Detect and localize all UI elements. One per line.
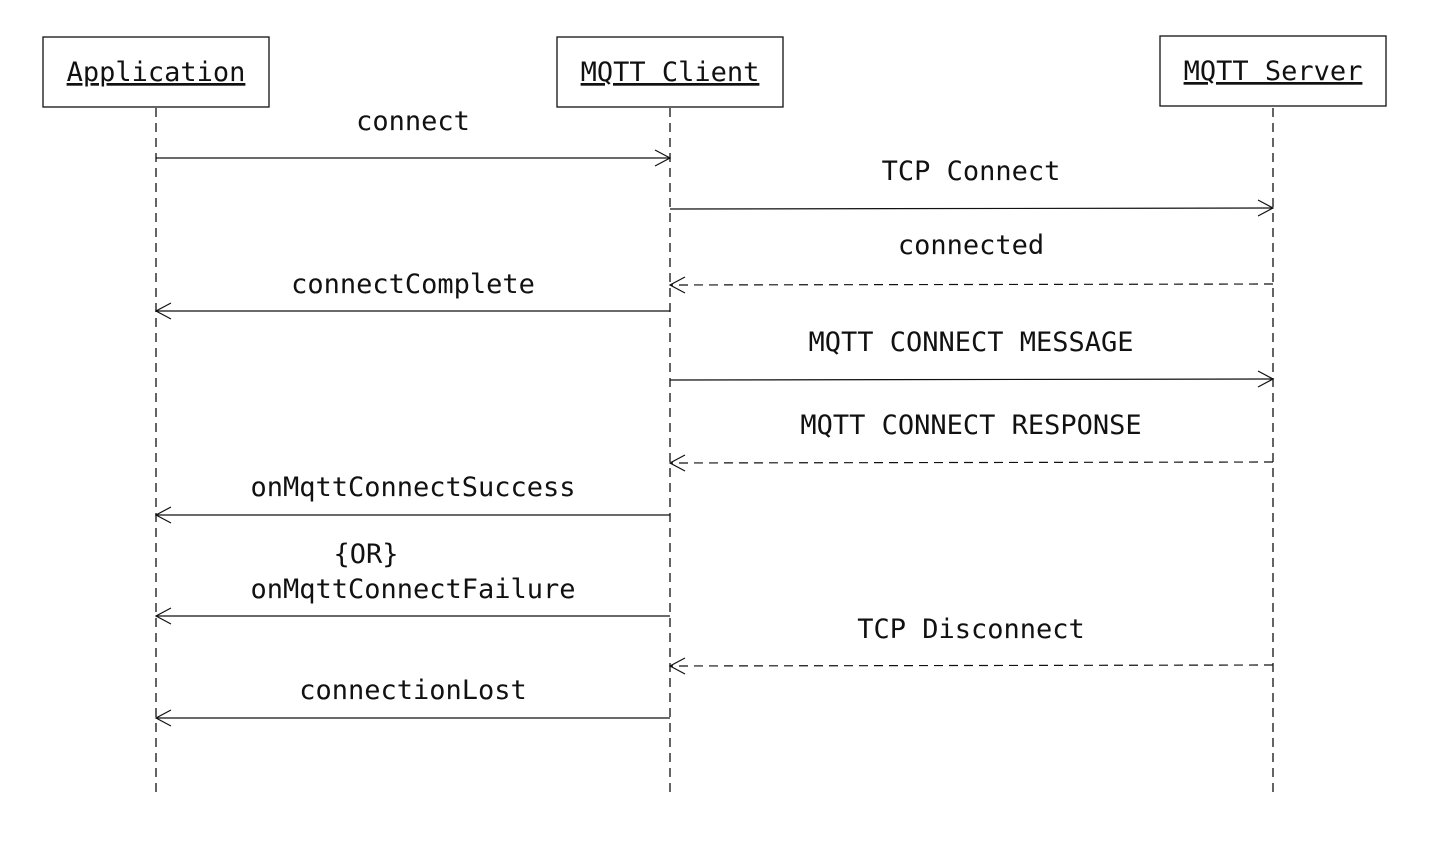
message-tcp-disconnect-arrow <box>668 657 1274 675</box>
message-connected: connected <box>668 230 1274 294</box>
message-connect: connect <box>156 106 672 167</box>
actor-mqtt-server-label: MQTT Server <box>1184 56 1363 87</box>
actor-application-label: Application <box>67 57 246 88</box>
message-on-mqtt-connect-failure-label: onMqttConnectFailure <box>250 574 575 605</box>
message-mqtt-connect-response-label: MQTT CONNECT RESPONSE <box>800 410 1141 441</box>
message-connect-label: connect <box>356 106 470 137</box>
message-connected-arrow <box>668 276 1274 294</box>
actor-application: Application <box>42 36 270 108</box>
message-on-mqtt-connect-success: onMqttConnectSuccess <box>154 472 670 524</box>
message-connection-lost: connectionLost <box>154 675 670 727</box>
message-connection-lost-label: connectionLost <box>299 675 527 706</box>
message-connect-complete: connectComplete <box>154 269 670 320</box>
message-on-mqtt-connect-success-label: onMqttConnectSuccess <box>250 472 575 503</box>
message-mqtt-connect-message-arrow <box>669 370 1275 388</box>
message-connected-label: connected <box>898 230 1044 261</box>
message-mqtt-connect-message-label: MQTT CONNECT MESSAGE <box>808 327 1133 358</box>
message-tcp-connect-label: TCP Connect <box>882 156 1061 187</box>
message-connect-complete-label: connectComplete <box>291 269 535 300</box>
note-alternative: {OR} <box>333 539 398 570</box>
actor-mqtt-server: MQTT Server <box>1159 35 1387 107</box>
message-tcp-disconnect-label: TCP Disconnect <box>857 614 1085 645</box>
message-mqtt-connect-message: MQTT CONNECT MESSAGE <box>669 327 1275 388</box>
message-on-mqtt-connect-failure: onMqttConnectFailure <box>154 574 670 625</box>
message-mqtt-connect-response: MQTT CONNECT RESPONSE <box>668 410 1274 472</box>
actor-mqtt-client-label: MQTT Client <box>581 57 760 88</box>
message-mqtt-connect-response-arrow <box>668 454 1274 472</box>
message-tcp-connect: TCP Connect <box>669 156 1275 217</box>
message-tcp-connect-arrow <box>669 199 1275 217</box>
actor-mqtt-client: MQTT Client <box>556 36 784 108</box>
note-alternative-label: {OR} <box>333 539 398 570</box>
message-tcp-disconnect: TCP Disconnect <box>668 614 1274 675</box>
